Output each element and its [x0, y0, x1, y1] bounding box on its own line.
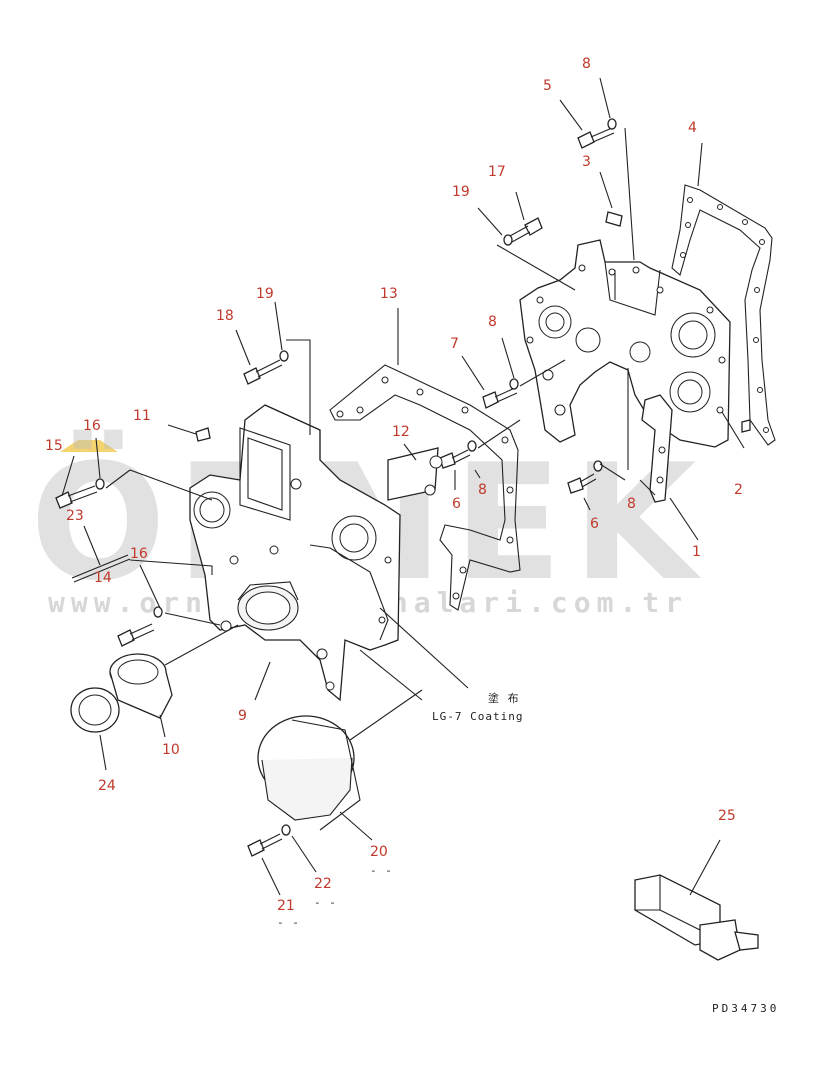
callout-4: 4: [688, 120, 697, 136]
callout-8-top: 8: [582, 56, 591, 72]
callout-24: 24: [98, 778, 116, 794]
callout-9: 9: [238, 708, 247, 724]
mark-part-20: - -: [370, 864, 393, 877]
callout-16-lower: 16: [130, 546, 148, 562]
watermark-accent: [60, 440, 118, 452]
part-gear-case: [519, 239, 751, 503]
callout-8-mid: 8: [488, 314, 497, 330]
callout-labels: 1 2 3 4 5 6 6 6 7 8 8 8 8 9 10 11 12 13 …: [45, 56, 743, 914]
part-tool: [634, 874, 759, 961]
callout-21: 21: [277, 898, 295, 914]
part-cover-cap: [257, 715, 361, 831]
callout-15: 15: [45, 438, 63, 454]
callout-23: 23: [66, 508, 84, 524]
part-seal: [70, 687, 120, 733]
callout-12: 12: [392, 424, 410, 440]
coating-note-en: LG-7 Coating: [432, 710, 523, 723]
drawing-code: PD34730: [712, 1002, 779, 1015]
callout-17: 17: [488, 164, 506, 180]
part-sleeve: [109, 653, 173, 719]
part-front-cover: [189, 404, 401, 702]
callout-19-left: 19: [256, 286, 274, 302]
callout-11: 11: [133, 408, 151, 424]
mark-part-22: - -: [314, 896, 337, 909]
callout-3: 3: [582, 154, 591, 170]
coating-note: 塗 布 LG-7 Coating: [432, 691, 523, 723]
callout-25: 25: [718, 808, 736, 824]
mark-part-21: - -: [277, 916, 300, 929]
leader-lines: [61, 77, 745, 896]
callout-6-right: 6: [590, 516, 599, 532]
callout-14: 14: [94, 570, 112, 586]
callout-22: 22: [314, 876, 332, 892]
callout-6-middle: 6: [452, 496, 461, 512]
callout-2: 2: [734, 482, 743, 498]
callout-8-right: 8: [627, 496, 636, 512]
part-middle-gasket: [329, 364, 521, 611]
fasteners: [55, 118, 623, 857]
callout-5: 5: [543, 78, 552, 94]
callout-10: 10: [162, 742, 180, 758]
callout-1: 1: [692, 544, 701, 560]
callout-8-lower: 8: [478, 482, 487, 498]
callout-18: 18: [216, 308, 234, 324]
callout-7: 7: [450, 336, 459, 352]
callout-19-top: 19: [452, 184, 470, 200]
coating-note-jp: 塗 布: [488, 691, 520, 705]
callout-13: 13: [380, 286, 398, 302]
callout-20: 20: [370, 844, 388, 860]
part-rear-gasket: [671, 184, 776, 446]
callout-16-upper: 16: [83, 418, 101, 434]
